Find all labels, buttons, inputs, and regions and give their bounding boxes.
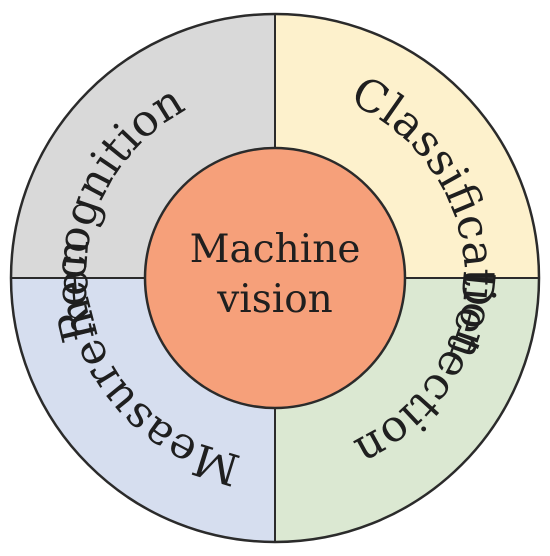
center-circle xyxy=(143,146,407,410)
center-label-line2: vision xyxy=(216,277,333,322)
center-label-line1: Machine xyxy=(190,227,361,272)
